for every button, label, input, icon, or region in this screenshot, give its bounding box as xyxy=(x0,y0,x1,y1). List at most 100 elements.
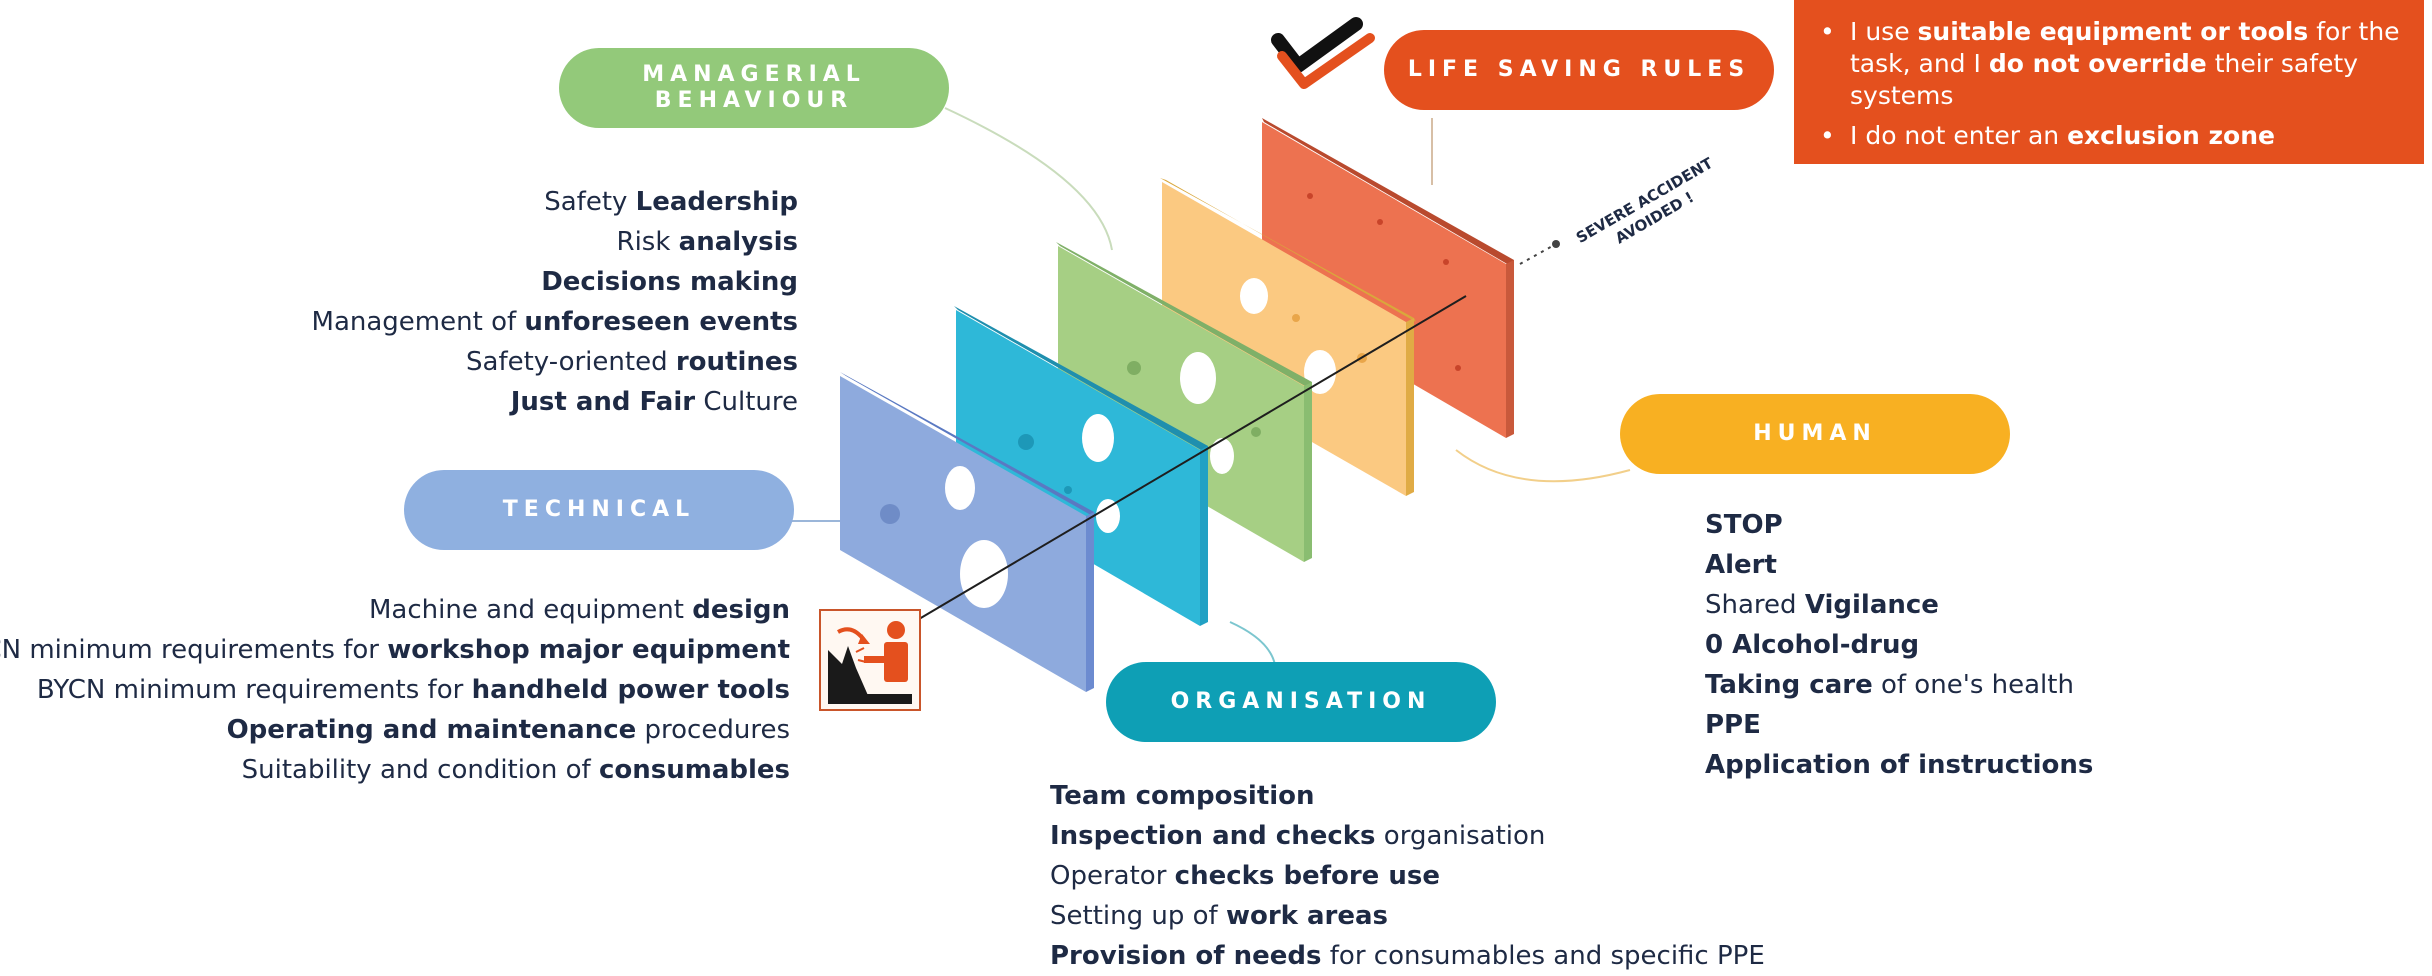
list-item: Team composition xyxy=(1050,776,1765,816)
list-item: Machine and equipment design xyxy=(0,590,790,630)
list-item-pre: Operator xyxy=(1050,861,1175,891)
list-item-bold: checks before use xyxy=(1174,861,1440,891)
technical-list: Machine and equipment designBYCN minimum… xyxy=(0,590,790,790)
plate-organisation xyxy=(954,306,1208,626)
accident-trajectory-dotted xyxy=(1519,243,1557,265)
list-item: Safety-oriented routines xyxy=(312,342,798,382)
list-item-bold: Leadership xyxy=(635,187,798,217)
organisation-pill: ORGANISATION xyxy=(1106,662,1496,742)
managerial-behaviour-pill: MANAGERIAL BEHAVIOUR xyxy=(559,48,949,128)
list-item-bold: analysis xyxy=(678,227,798,257)
list-item-pre: Risk xyxy=(616,227,679,257)
list-item-bold: Inspection and checks xyxy=(1050,821,1376,851)
list-item-bold: design xyxy=(692,595,790,625)
rule2-bold-1: exclusion zone xyxy=(2067,121,2275,150)
rule1-text-3: their safety systems xyxy=(1850,49,2359,110)
list-item-bold: Operating and maintenance xyxy=(226,715,637,745)
life-saving-rules-pill-label: LIFE SAVING RULES xyxy=(1407,57,1751,82)
list-item: Risk analysis xyxy=(312,222,798,262)
list-item-post: Culture xyxy=(695,387,798,417)
life-saving-rule-2: I do not enter an exclusion zone xyxy=(1816,120,2402,152)
rule1-text-1: I use xyxy=(1850,17,1918,46)
plate-human xyxy=(1160,178,1416,496)
list-item: Application of instructions xyxy=(1705,745,2093,785)
technical-pill-label: TECHNICAL xyxy=(502,497,696,522)
plate-life-saving-rules xyxy=(1262,118,1514,438)
managerial-connector xyxy=(944,107,1113,251)
human-pill-label: HUMAN xyxy=(1753,421,1877,446)
list-item: Setting up of work areas xyxy=(1050,896,1765,936)
list-item: 0 Alcohol-drug xyxy=(1705,625,2093,665)
list-item: Just and Fair Culture xyxy=(312,382,798,422)
list-item: Inspection and checks organisation xyxy=(1050,816,1765,856)
plate-managerial xyxy=(1056,242,1312,562)
organisation-pill-label: ORGANISATION xyxy=(1170,689,1432,714)
list-item-bold: Decisions making xyxy=(541,267,798,297)
list-item-bold: routines xyxy=(675,347,798,377)
list-item-pre: Safety xyxy=(544,187,636,217)
list-item-post: organisation xyxy=(1375,821,1546,851)
list-item-pre: Machine and equipment xyxy=(368,595,693,625)
list-item-bold: Just and Fair xyxy=(510,387,696,417)
list-item-post: procedures xyxy=(636,715,790,745)
list-item-bold: unforeseen events xyxy=(524,307,798,337)
rule2-text-1: I do not enter an xyxy=(1850,121,2068,150)
list-item-pre: Suitability and condition of xyxy=(241,755,599,785)
list-item-pre: Management of xyxy=(311,307,525,337)
accident-trajectory xyxy=(913,295,1467,623)
list-item-bold: workshop major equipment xyxy=(387,635,790,665)
list-item-pre: BYCN minimum requirements for xyxy=(0,635,379,665)
list-item-bold: handheld power tools xyxy=(471,675,790,705)
list-item: Suitability and condition of consumables xyxy=(0,750,790,790)
list-item-bold: Alert xyxy=(1705,550,1777,580)
list-item-bold: Vigilance xyxy=(1804,590,1939,620)
list-item-bold: 0 Alcohol-drug xyxy=(1705,630,1920,660)
human-connector xyxy=(1455,449,1631,483)
list-item-pre: Shared xyxy=(1705,590,1805,620)
list-item: Shared Vigilance xyxy=(1705,585,2093,625)
worker-hazard-icon xyxy=(819,609,921,711)
checkmark-logo-icon xyxy=(1271,17,1375,89)
list-item-post: for consumables and specific PPE xyxy=(1321,941,1765,971)
list-item-bold: PPE xyxy=(1705,710,1761,740)
organisation-connector xyxy=(1229,621,1276,666)
list-item: Management of unforeseen events xyxy=(312,302,798,342)
list-item-bold: work areas xyxy=(1225,901,1389,931)
rule1-text-2: for the task, and I xyxy=(1850,17,2400,78)
list-item: BYCN minimum requirements for handheld p… xyxy=(0,670,790,710)
managerial-pill-line1: MANAGERIAL xyxy=(642,62,866,87)
managerial-pill-line2: BEHAVIOUR xyxy=(654,88,854,113)
list-item: PPE xyxy=(1705,705,2093,745)
list-item-bold: Team composition xyxy=(1050,781,1315,811)
list-item-bold: STOP xyxy=(1705,510,1783,540)
list-item: Alert xyxy=(1705,545,2093,585)
list-item: Decisions making xyxy=(312,262,798,302)
list-item-post: of one's health xyxy=(1872,670,2074,700)
list-item: BYCN minimum requirements for workshop m… xyxy=(0,630,790,670)
list-item: Safety Leadership xyxy=(312,182,798,222)
life-saving-rules-box: I use suitable equipment or tools for th… xyxy=(1794,0,2424,164)
rule1-bold-1: suitable equipment or tools xyxy=(1917,17,2309,46)
list-item-bold: Application of instructions xyxy=(1705,750,2094,780)
list-item: Operator checks before use xyxy=(1050,856,1765,896)
human-pill: HUMAN xyxy=(1620,394,2010,474)
list-item: STOP xyxy=(1705,505,2093,545)
list-item-bold: Taking care xyxy=(1705,670,1873,700)
severe-accident-label: SEVERE ACCIDENT AVOIDED ! xyxy=(1573,154,1717,248)
list-item: Provision of needs for consumables and s… xyxy=(1050,936,1765,976)
rule1-bold-2: do not override xyxy=(1988,49,2207,78)
list-item: Operating and maintenance procedures xyxy=(0,710,790,750)
list-item: Taking care of one's health xyxy=(1705,665,2093,705)
life-saving-rule-1: I use suitable equipment or tools for th… xyxy=(1816,16,2402,112)
life-saving-rules-pill: LIFE SAVING RULES xyxy=(1384,30,1774,110)
plate-technical xyxy=(840,372,1096,692)
list-item-pre: BYCN minimum requirements for xyxy=(36,675,472,705)
list-item-bold: consumables xyxy=(598,755,790,785)
list-item-pre: Setting up of xyxy=(1050,901,1226,931)
list-item-pre: Safety-oriented xyxy=(466,347,676,377)
technical-pill: TECHNICAL xyxy=(404,470,794,550)
